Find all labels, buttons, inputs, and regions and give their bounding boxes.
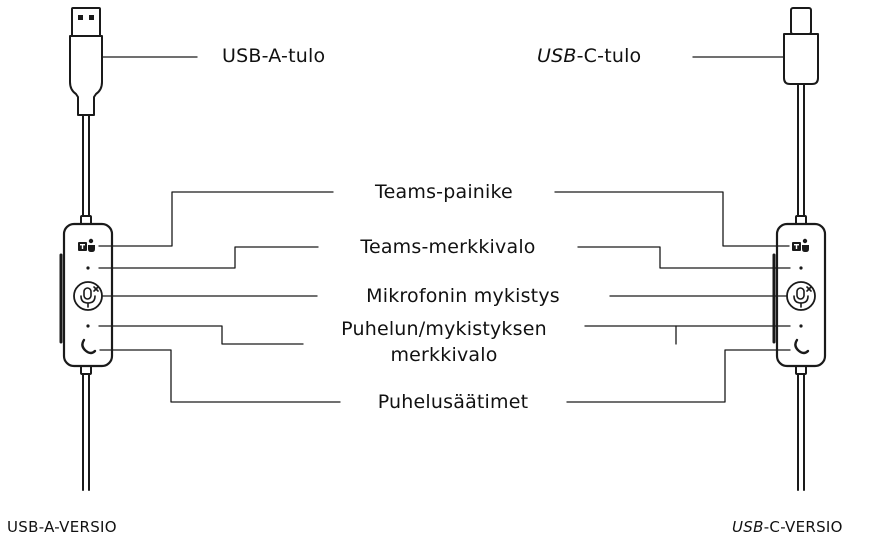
usb-c-control-module [772, 222, 827, 368]
usb-a-cable [80, 114, 92, 491]
caption-usb-c-version-suffix: -C-VERSIO [763, 518, 843, 536]
usb-a-control-module [59, 222, 114, 368]
led-dots [86, 266, 803, 328]
usb-c-plug [783, 7, 819, 85]
label-usb-a-input: USB-A-tulo [222, 45, 326, 67]
caption-usb-c-version: USB-C-VERSIO [732, 518, 843, 536]
label-call-mute-indicator-line2: merkkivalo [390, 344, 498, 366]
label-usb-c-input-suffix: -C-tulo [576, 45, 642, 67]
usb-a-plug [69, 7, 103, 116]
caption-usb-c-version-prefix: USB [732, 518, 764, 536]
label-call-mute-indicator-line1: Puhelun/mykistyksen [341, 318, 547, 340]
usb-c-cable [795, 83, 807, 491]
label-usb-c-input: USB-C-tulo [537, 45, 641, 67]
label-usb-c-input-prefix: USB [537, 45, 577, 67]
label-call-controls: Puhelusäätimet [377, 391, 529, 413]
teams-icon [78, 238, 809, 252]
caption-usb-a-version: USB-A-VERSIO [7, 518, 117, 536]
microphone-mute-icon [80, 286, 812, 308]
label-teams-indicator: Teams-merkkivalo [360, 236, 536, 258]
leader-lines [98, 56, 791, 403]
label-teams-button: Teams-painike [375, 181, 513, 203]
label-mic-mute: Mikrofonin mykistys [366, 285, 560, 307]
phone-icon [81, 338, 810, 355]
